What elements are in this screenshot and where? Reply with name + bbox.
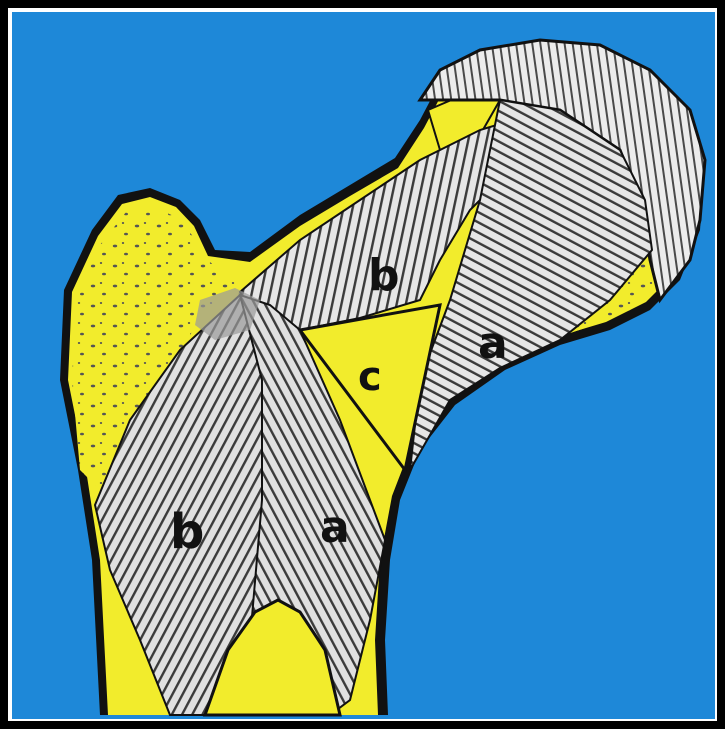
label-a-lower: a bbox=[320, 502, 350, 553]
label-a-upper: a bbox=[478, 318, 508, 369]
label-b-upper: b bbox=[368, 250, 400, 301]
label-c-center: c bbox=[358, 354, 382, 400]
label-b-lower: b bbox=[170, 504, 204, 560]
